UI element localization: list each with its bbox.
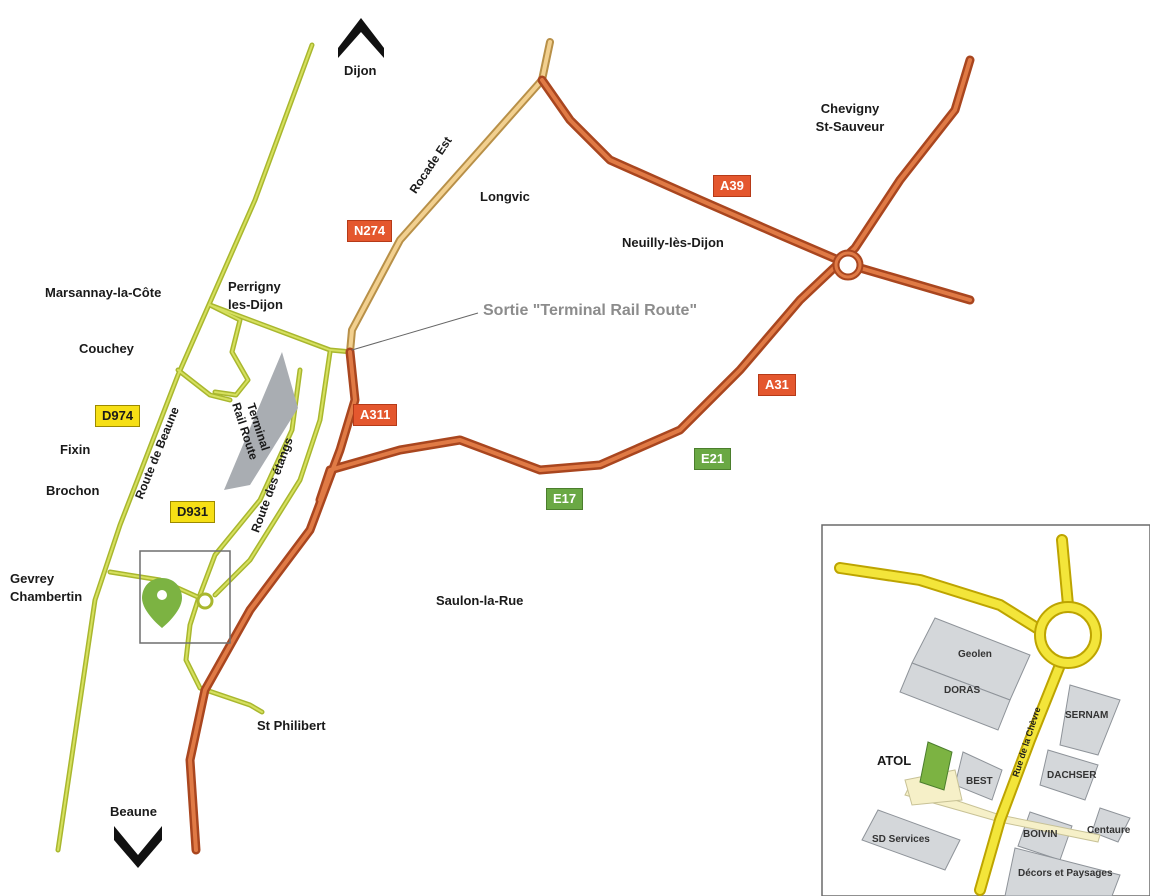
building-decors (1004, 847, 1121, 896)
inset-label-centaure: Centaure (1087, 825, 1131, 836)
exit-label: Sortie "Terminal Rail Route" (483, 302, 698, 319)
inset-atol-label: ATOL (877, 753, 912, 768)
inset-label-best: BEST (966, 776, 993, 787)
badge-e21: E21 (694, 448, 732, 470)
town-perrigny-line1: Perrigny (228, 279, 281, 294)
road-rocade-est (346, 38, 554, 356)
inset-label-doras: DORAS (944, 685, 981, 696)
inset-label-boivin: BOIVIN (1023, 829, 1058, 840)
town-gevrey-line2: Chambertin (10, 589, 83, 604)
inset-label-sd-services: SD Services (872, 834, 930, 845)
town-chevigny: Chevigny St-Sauveur (805, 100, 895, 136)
small-roundabout (196, 592, 214, 610)
town-saulon: Saulon-la-Rue (436, 593, 524, 608)
badge-d974: D974 (95, 405, 141, 427)
badge-n274: N274 (347, 220, 393, 242)
building-centaure (1091, 807, 1131, 843)
terminal-area (224, 352, 298, 490)
building-sernam (1059, 684, 1121, 756)
town-chevigny-line1: Chevigny (820, 101, 880, 116)
inset-label-decors: Décors et Paysages (1018, 868, 1113, 879)
badge-e17: E17 (546, 488, 584, 510)
building-atol (919, 741, 953, 791)
town-neuilly: Neuilly-lès-Dijon (622, 235, 724, 250)
building-doras (899, 662, 1011, 731)
badge-a39: A39 (713, 175, 751, 197)
direction-label-south: Beaune (110, 804, 157, 819)
town-couchey: Couchey (79, 341, 134, 356)
inset-map (821, 524, 1150, 896)
town-perrigny: Perrigny les-Dijon (228, 278, 308, 314)
site-frame (139, 550, 231, 644)
badge-a31: A31 (758, 374, 796, 396)
town-longvic: Longvic (480, 189, 530, 204)
town-perrigny-line2: les-Dijon (228, 297, 283, 312)
inset-label-dachser: DACHSER (1047, 770, 1097, 781)
exit-pointer-line (351, 312, 479, 351)
badge-a311: A311 (353, 404, 398, 426)
building-dachser (1039, 749, 1099, 801)
town-fixin: Fixin (60, 442, 91, 457)
road-a39 (537, 75, 975, 305)
building-sd-services (861, 809, 961, 871)
town-gevrey-line1: Gevrey (10, 571, 55, 586)
north-arrow-icon (338, 18, 384, 58)
town-chevigny-line2: St-Sauveur (815, 119, 885, 134)
location-pin-icon (142, 578, 182, 628)
town-gevrey: Gevrey Chambertin (10, 570, 100, 606)
badge-d931: D931 (170, 501, 216, 523)
town-st-philibert: St Philibert (257, 718, 326, 733)
motorways (185, 55, 975, 855)
direction-label-north: Dijon (344, 63, 377, 78)
building-best (954, 751, 1003, 801)
inset-label-sernam: SERNAM (1065, 710, 1109, 721)
town-brochon: Brochon (46, 483, 100, 498)
town-marsannay: Marsannay-la-Côte (45, 285, 162, 300)
south-arrow-icon (114, 826, 162, 868)
inset-label-geolen: Geolen (958, 649, 992, 660)
